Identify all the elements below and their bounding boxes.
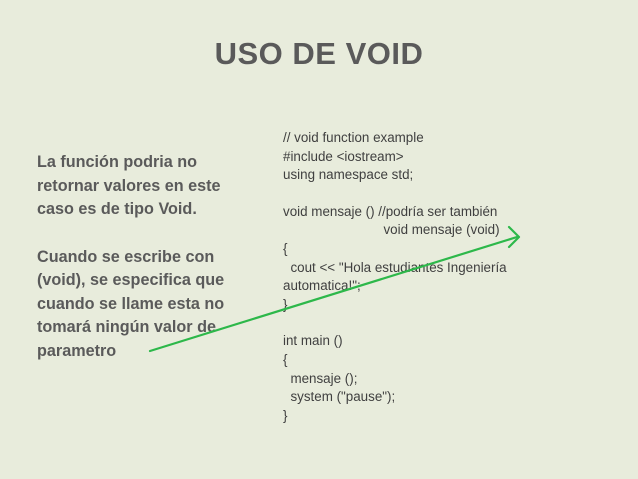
explanation-paragraph-2: Cuando se escribe con (void), se especif…: [37, 246, 277, 364]
code-line: automatica!";: [283, 278, 361, 294]
code-line: void mensaje (void): [283, 222, 500, 238]
paragraph-gap: [37, 222, 277, 246]
code-line: mensaje ();: [283, 370, 358, 386]
explanation-line: cuando se llame esta no: [37, 294, 225, 313]
explanation-line: La función podria no: [37, 153, 198, 171]
explanation-paragraph-1: La función podria no retornar valores en…: [37, 151, 277, 222]
code-line: using namespace std;: [283, 167, 414, 183]
code-example: // void function example #include <iostr…: [283, 129, 613, 425]
code-line: system ("pause");: [283, 389, 396, 405]
code-line: cout << "Hola estudiantes Ingeniería: [283, 259, 507, 275]
code-line: }: [283, 296, 288, 312]
code-line: int main (): [283, 333, 343, 349]
code-line: #include <iostream>: [283, 148, 404, 164]
code-line: {: [283, 351, 288, 367]
explanation-text: La función podria no retornar valores en…: [37, 151, 277, 363]
slide-title: USO DE VOID: [214, 36, 424, 71]
code-line: {: [283, 240, 288, 256]
code-blank-line: [283, 314, 613, 332]
code-line: // void function example: [283, 130, 424, 145]
code-line: }: [283, 407, 288, 423]
explanation-line: retornar valores en este: [37, 176, 221, 195]
explanation-line: tomará ningún valor de: [37, 318, 216, 336]
code-line: void mensaje () //podría ser también: [283, 203, 498, 219]
explanation-line: Cuando se escribe con: [37, 247, 215, 266]
explanation-line: parametro: [37, 341, 117, 360]
explanation-line: caso es de tipo Void.: [37, 200, 197, 218]
code-blank-line: [283, 185, 613, 203]
explanation-line: (void), se especifica que: [37, 271, 225, 289]
